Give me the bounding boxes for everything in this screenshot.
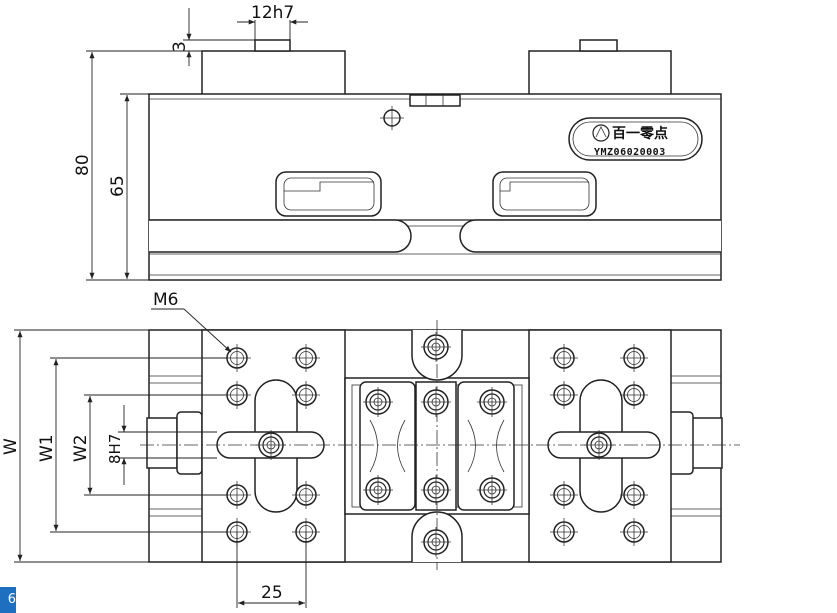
left-top-block [201, 50, 346, 96]
corner-badge: 6 [0, 587, 16, 613]
left-key [254, 39, 291, 52]
dim-thread: M6 [153, 290, 178, 310]
logo-plate: 百一零点 YMZ06020003 [568, 117, 703, 161]
logo-model: YMZ06020003 [594, 147, 666, 158]
right-key [579, 39, 618, 52]
dim-hole-pitch: 25 [261, 583, 283, 603]
logo-brand: 百一零点 [612, 125, 668, 142]
dim-width-2: W2 [71, 434, 91, 462]
dim-width-1: W1 [37, 434, 57, 462]
dim-overall-height: 80 [73, 154, 93, 176]
dim-slot: 8H7 [106, 434, 124, 464]
top-view: M6 W W1 W2 8H7 25 [1, 290, 740, 608]
front-view: 百一零点 YMZ06020003 12h7 3 80 65 [73, 3, 722, 281]
dim-key-height: 3 [170, 41, 190, 52]
dim-body-height: 65 [108, 175, 128, 197]
dim-key-width: 12h7 [251, 3, 294, 23]
logo-emblem-icon [592, 124, 610, 142]
dim-width: W [1, 438, 21, 455]
right-top-block [528, 50, 672, 96]
